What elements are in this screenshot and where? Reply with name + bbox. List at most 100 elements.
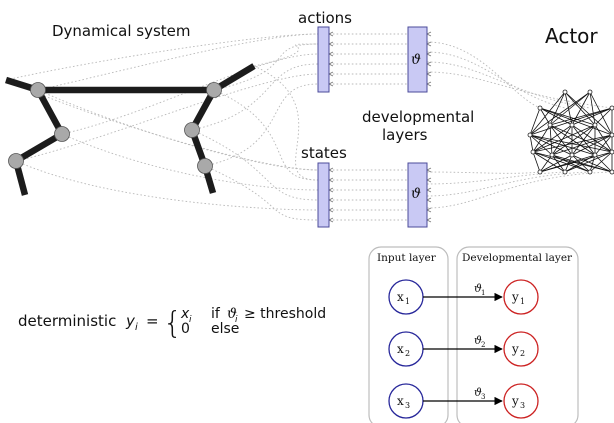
joint-to-state-connection — [61, 133, 319, 191]
network-edge — [551, 124, 573, 156]
network-edge — [532, 124, 596, 153]
actions-developmental-bar — [407, 26, 428, 93]
case2-condition: else — [211, 321, 239, 337]
bar-arrow-tick — [328, 31, 334, 37]
network-edge — [594, 107, 613, 126]
developmental-layer-title: Developmental layer — [462, 252, 573, 264]
threshold-equation: deterministic y i = { x i if ϑ i ≥ thres… — [18, 306, 326, 341]
bar-arrow-tick — [328, 71, 334, 77]
actor-network — [527, 89, 614, 175]
input-node-index: 2 — [405, 349, 410, 358]
equation-lhs-var: y — [125, 312, 136, 330]
weight-index: 2 — [481, 341, 485, 349]
actor-to-action-connection — [426, 41, 541, 109]
joint-to-state-connection — [213, 89, 319, 181]
joint-to-action-connection — [5, 33, 319, 81]
bar-arrow-tick — [426, 217, 432, 223]
joint-to-state-connection — [204, 165, 319, 221]
network-edge — [571, 154, 591, 173]
network-edge — [571, 134, 613, 156]
bar-arrow-tick — [426, 31, 432, 37]
output-node-index: 1 — [520, 297, 525, 306]
network-node — [609, 149, 614, 155]
states-developmental-bar — [407, 162, 428, 228]
joint-to-action-connection — [37, 33, 319, 91]
bar-arrow-tick — [426, 197, 432, 203]
network-edge — [532, 151, 541, 173]
network-node — [587, 89, 593, 95]
actor-label: Actor — [545, 24, 598, 48]
weight-index: 1 — [481, 289, 485, 297]
network-edge — [529, 91, 591, 136]
network-node — [530, 149, 536, 155]
bar-arrow-tick — [328, 187, 334, 193]
network-edge — [551, 154, 613, 173]
bar-arrow-tick — [328, 61, 334, 67]
network-node — [547, 122, 553, 128]
bar-arrow-tick — [426, 207, 432, 213]
equation-lhs-sub: i — [135, 322, 138, 333]
bar-arrow-tick — [426, 61, 432, 67]
network-edge — [532, 124, 551, 153]
bar-arrow-tick — [426, 71, 432, 77]
joint-to-state-connection — [253, 65, 319, 181]
network-edge — [549, 91, 566, 126]
output-node-var: y — [511, 290, 519, 304]
bar-arrow-tick — [328, 41, 334, 47]
state-to-actor-connection — [426, 171, 591, 197]
joint-to-state-connection — [15, 160, 319, 211]
states-label: states — [301, 144, 347, 162]
network-edge — [529, 134, 534, 153]
output-node — [503, 331, 539, 367]
network-node — [527, 132, 533, 138]
network-edge — [564, 91, 596, 126]
network-node — [569, 152, 575, 158]
network-edge — [589, 151, 613, 173]
output-node — [503, 279, 539, 315]
joint-to-state-connection — [191, 129, 319, 201]
network-edge — [529, 134, 596, 156]
case1-value-var: x — [180, 306, 190, 322]
network-edge — [571, 124, 613, 153]
dynamical-system-label: Dynamical system — [52, 22, 191, 40]
network-node — [587, 169, 593, 175]
case1-theta: ϑ — [227, 306, 237, 322]
network-edge — [529, 107, 541, 136]
input-node-var: x — [397, 394, 404, 408]
network-edge — [594, 124, 613, 153]
bar-arrow-tick — [426, 177, 432, 183]
case1-if: if — [211, 306, 221, 322]
joint-to-action-connection — [253, 43, 319, 67]
robot-limb — [35, 88, 65, 136]
network-edge — [529, 134, 553, 156]
bar-arrow-tick — [328, 167, 334, 173]
input-node-index: 3 — [405, 401, 410, 410]
joint-to-state-connection — [37, 89, 319, 171]
network-node — [609, 105, 614, 111]
network-node — [609, 132, 614, 138]
network-node — [537, 105, 543, 111]
bar-arrow-tick — [328, 207, 334, 213]
case1-condition-rest: ≥ threshold — [244, 306, 326, 322]
network-edge — [539, 154, 573, 173]
network-node — [592, 122, 598, 128]
network-node — [537, 169, 543, 175]
bar-arrow-tick — [328, 177, 334, 183]
robot-skeleton — [5, 63, 256, 196]
network-edge — [551, 154, 566, 173]
input-node-index: 1 — [405, 297, 410, 306]
weight-index: 3 — [481, 393, 485, 401]
equation-brace: { — [163, 306, 182, 341]
joint-to-state-connection — [5, 79, 319, 171]
case1-value-sub: i — [189, 315, 192, 325]
states-theta-label: ϑ — [411, 186, 421, 202]
network-edge — [564, 91, 613, 136]
joint-to-action-connection — [61, 53, 319, 135]
input-node-var: x — [397, 342, 404, 356]
equation-equals: = — [146, 312, 159, 330]
network-edge — [571, 124, 596, 156]
